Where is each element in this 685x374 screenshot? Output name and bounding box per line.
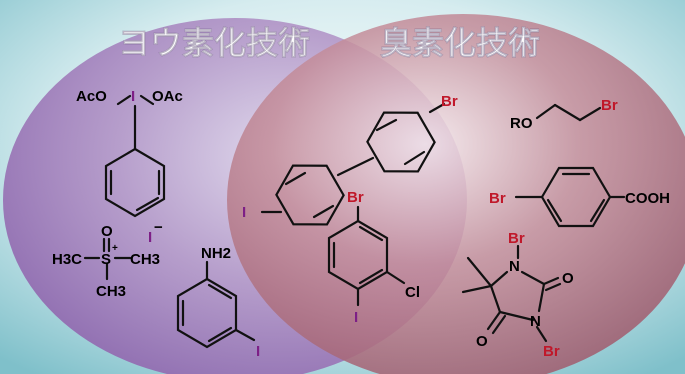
hydantoin-left-oxygen: O	[476, 333, 488, 350]
sulfoxonium-sulfur: S	[101, 251, 111, 268]
alkyl-bromine-atom: Br	[601, 97, 618, 114]
aniline-nh2-label: NH2	[201, 245, 231, 262]
bromo-iodo-biphenyl: Br I	[242, 93, 458, 226]
oac-right-label: OAc	[152, 88, 183, 105]
hydantoin-bottom-nitrogen: N	[530, 313, 541, 330]
sulfoxonium-ch3-bottom-label: CH3	[96, 283, 126, 300]
sulfoxonium-plus: +	[112, 243, 118, 254]
haloarene-chlorine-atom: Cl	[405, 284, 420, 301]
sulfoxonium-oxygen: O	[101, 223, 113, 240]
bromination-title: 臭素化技術	[380, 24, 540, 62]
haloarene-bromine-atom: Br	[347, 189, 364, 206]
hydantoin-bottom-bromine-atom: Br	[543, 343, 560, 360]
diacetoxyiodobenzene: AcO I OAc	[76, 88, 183, 218]
benzoic-bromine-atom: Br	[489, 190, 506, 207]
bromobenzoic-acid: Br COOH	[489, 166, 670, 228]
bromoethyl-ether: RO Br	[510, 97, 618, 132]
ro-label: RO	[510, 115, 533, 132]
iodide-anion: I	[148, 229, 152, 246]
iodination-title: ヨウ素化技術	[118, 24, 310, 62]
hydantoin-top-bromine-atom: Br	[508, 230, 525, 247]
biphenyl-bromine-atom: Br	[441, 93, 458, 110]
iodoaniline: NH2 I	[176, 245, 260, 360]
aco-left-label: AcO	[76, 88, 107, 105]
cooh-label: COOH	[625, 190, 670, 207]
dibromodimethylhydantoin: Br N N Br O O	[461, 230, 574, 360]
hydantoin-right-oxygen: O	[562, 270, 574, 287]
hydantoin-top-nitrogen: N	[509, 258, 520, 275]
hypervalent-iodine-atom: I	[131, 88, 135, 105]
bromination-circle	[227, 14, 685, 374]
bromo-chloro-iodobenzene: Br Cl I	[327, 189, 420, 326]
sulfoxonium-h3c-label: H3C	[52, 251, 82, 268]
iodide-minus: −	[154, 219, 163, 236]
trimethylsulfoxonium-iodide: O S + H3C CH3 CH3 I −	[52, 219, 163, 300]
aniline-iodine-atom: I	[256, 343, 260, 360]
sulfoxonium-ch3-right-label: CH3	[130, 251, 160, 268]
haloarene-iodine-atom: I	[354, 309, 358, 326]
biphenyl-iodine-atom: I	[242, 204, 246, 221]
